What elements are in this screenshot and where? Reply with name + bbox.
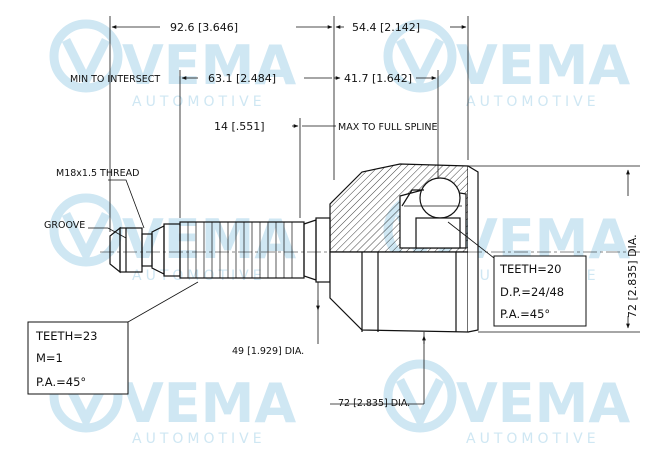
watermark-sub: AUTOMOTIVE — [132, 268, 266, 284]
housing-section — [329, 163, 479, 333]
watermark-sub: AUTOMOTIVE — [132, 94, 266, 110]
watermark-brand: VEMA — [456, 372, 630, 435]
spec-right-teeth: TEETH=20 — [499, 262, 562, 276]
dim-housing-length: 54.4 [2.142] — [352, 21, 420, 34]
dim-ball-offset: 41.7 [1.642] — [344, 72, 412, 85]
vema-logo-icon — [49, 19, 123, 93]
dim-outer-dia: 72 [2.835] DIA. — [626, 234, 639, 318]
watermark-sub: AUTOMOTIVE — [466, 431, 600, 447]
watermark-bottom-right: VEMA AUTOMOTIVE — [383, 359, 630, 447]
watermark-brand: VEMA — [122, 208, 296, 271]
vema-logo-icon — [383, 359, 457, 433]
seal-dia-callout: 49 [1.929] DIA. — [232, 346, 304, 357]
dim-min-to-intersect: 63.1 [2.484] — [208, 72, 276, 85]
spec-box-right: TEETH=20 D.P.=24/48 P.A.=45° — [493, 255, 587, 327]
max-to-full-spline-label: MAX TO FULL SPLINE — [338, 122, 438, 133]
min-to-intersect-label: MIN TO INTERSECT — [70, 74, 160, 85]
watermark-top-right: VEMA AUTOMOTIVE — [383, 19, 630, 110]
spec-right-dp: D.P.=24/48 — [500, 285, 564, 299]
watermark-brand: VEMA — [122, 372, 296, 435]
watermark-brand: VEMA — [456, 34, 630, 97]
dimension-lines — [88, 16, 640, 405]
thread-callout: M18x1.5 THREAD — [56, 168, 139, 179]
spec-left-teeth: TEETH=23 — [35, 329, 98, 343]
housing-dia-callout: 72 [2.835] DIA. — [338, 398, 410, 409]
spec-left-module: M=1 — [36, 351, 63, 365]
dim-spline-length: 14 [.551] — [214, 120, 265, 133]
spline-teeth — [187, 222, 293, 278]
watermark-sub: AUTOMOTIVE — [132, 431, 266, 447]
spec-left-pa: P.A.=45° — [36, 375, 86, 389]
groove-callout: GROOVE — [44, 220, 85, 231]
watermark-brand: VEMA — [122, 34, 296, 97]
stub-shaft — [109, 217, 331, 283]
spec-box-left: TEETH=23 M=1 P.A.=45° — [27, 321, 129, 395]
spec-right-pa: P.A.=45° — [500, 307, 550, 321]
vema-logo-icon — [383, 19, 457, 93]
dim-overall-length: 92.6 [3.646] — [170, 21, 238, 34]
watermark-sub: AUTOMOTIVE — [466, 94, 600, 110]
watermark-top-left: VEMA AUTOMOTIVE — [49, 19, 296, 110]
